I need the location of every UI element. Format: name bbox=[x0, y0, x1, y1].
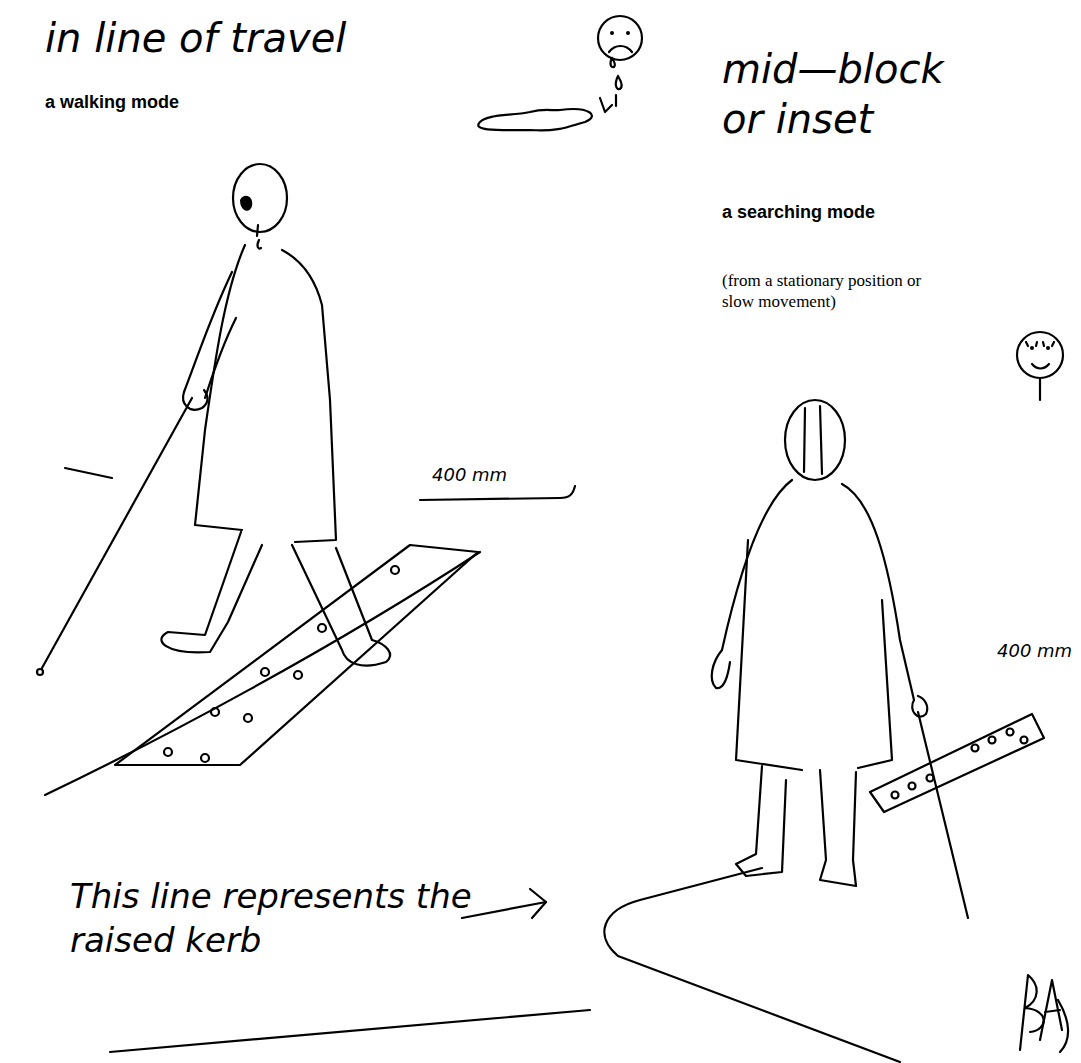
sad-face bbox=[478, 16, 642, 130]
heading: in line of travel bbox=[45, 14, 445, 62]
tactile-strip-inset bbox=[870, 714, 1044, 812]
kerb-note: This line represents the raised kerb bbox=[70, 874, 510, 962]
mode-caption: a walking mode bbox=[45, 92, 305, 114]
note: (from a stationary position or slow move… bbox=[722, 270, 942, 313]
searching-person bbox=[712, 400, 968, 918]
signature bbox=[1020, 975, 1068, 1052]
kerb-line-right bbox=[604, 868, 900, 1062]
dimension: 400 mm bbox=[997, 640, 1075, 662]
kerb-line-left bbox=[45, 468, 575, 795]
mode-caption: a searching mode bbox=[722, 202, 982, 224]
happy-face bbox=[1017, 332, 1063, 400]
dimension: 400 mm bbox=[432, 464, 522, 486]
heading: mid—block or inset bbox=[722, 44, 972, 144]
